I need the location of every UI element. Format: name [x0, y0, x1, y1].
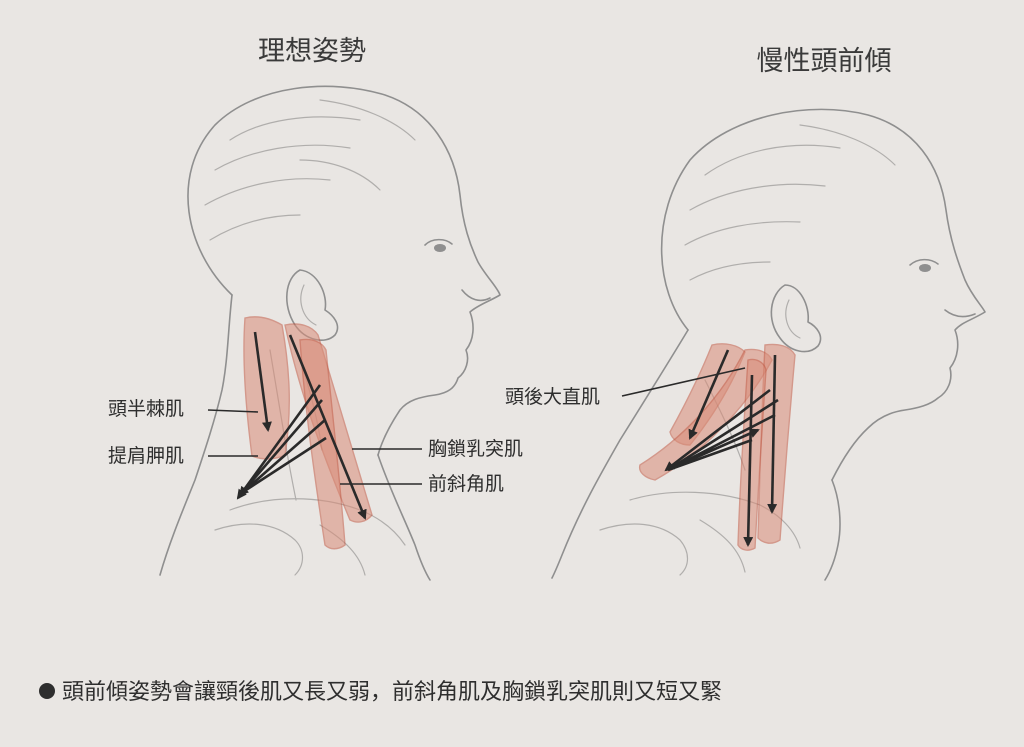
- ideal-arrow-scm: [288, 334, 367, 520]
- ideal-arrow-levator-1: [236, 384, 322, 500]
- caption: 頭前傾姿勢會讓頸後肌又長又弱，前斜角肌及胸鎖乳突肌則又短又緊: [39, 680, 722, 705]
- ideal-head-sketch: [159, 85, 501, 581]
- ideal-arrow-levator-4: [245, 436, 327, 492]
- ideal-arrow-levator-2: [238, 399, 323, 497]
- ideal-arrows: [236, 331, 367, 520]
- forward-arrow-levator: [664, 388, 771, 472]
- label-rectus-capitis-posterior-major: 頭後大直肌: [505, 386, 600, 408]
- forward-labels: 頭後大直肌: [505, 367, 746, 408]
- ideal-muscles: [243, 316, 373, 550]
- forward-head-figure: 慢性頭前傾: [505, 46, 986, 581]
- ideal-arrow-levator-3: [242, 419, 326, 493]
- ideal-posture-figure: 理想姿勢: [108, 36, 523, 581]
- label-semispinalis: 頭半棘肌: [108, 398, 184, 420]
- label-anterior-scalene: 前斜角肌: [428, 473, 504, 495]
- forward-arrow-scm: [767, 354, 778, 514]
- caption-text: 頭前傾姿勢會讓頸後肌又長又弱，前斜角肌及胸鎖乳突肌則又短又緊: [62, 680, 722, 705]
- forward-arrow-rcpm: [688, 349, 730, 440]
- forward-head-sketch: [551, 108, 986, 581]
- ideal-labels: 頭半棘肌 提肩胛肌 胸鎖乳突肌 前斜角肌: [108, 398, 523, 495]
- forward-scalene-muscle: [737, 358, 767, 551]
- forward-arrows: [664, 349, 779, 547]
- forward-head-title: 慢性頭前傾: [757, 46, 892, 77]
- label-sternocleidomastoid: 胸鎖乳突肌: [428, 438, 523, 460]
- caption-bullet: [39, 683, 55, 699]
- ideal-posture-title: 理想姿勢: [258, 36, 366, 67]
- label-levator-scapulae: 提肩胛肌: [108, 445, 184, 467]
- ideal-arrow-semispinalis: [253, 331, 272, 432]
